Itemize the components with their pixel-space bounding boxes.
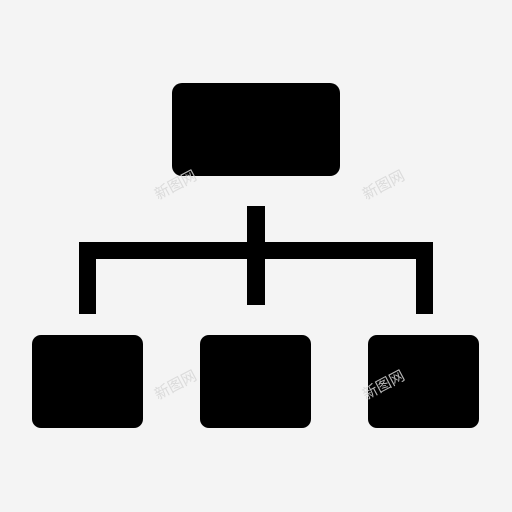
watermark-text: 新图网 (359, 166, 407, 203)
child-node-center (200, 335, 311, 428)
connector-branch-left (79, 242, 96, 314)
connector-bar (79, 242, 433, 259)
connector-branch-right (416, 242, 433, 314)
watermark-text: 新图网 (151, 366, 199, 403)
root-node (172, 83, 340, 176)
child-node-left (32, 335, 143, 428)
child-node-right (368, 335, 479, 428)
